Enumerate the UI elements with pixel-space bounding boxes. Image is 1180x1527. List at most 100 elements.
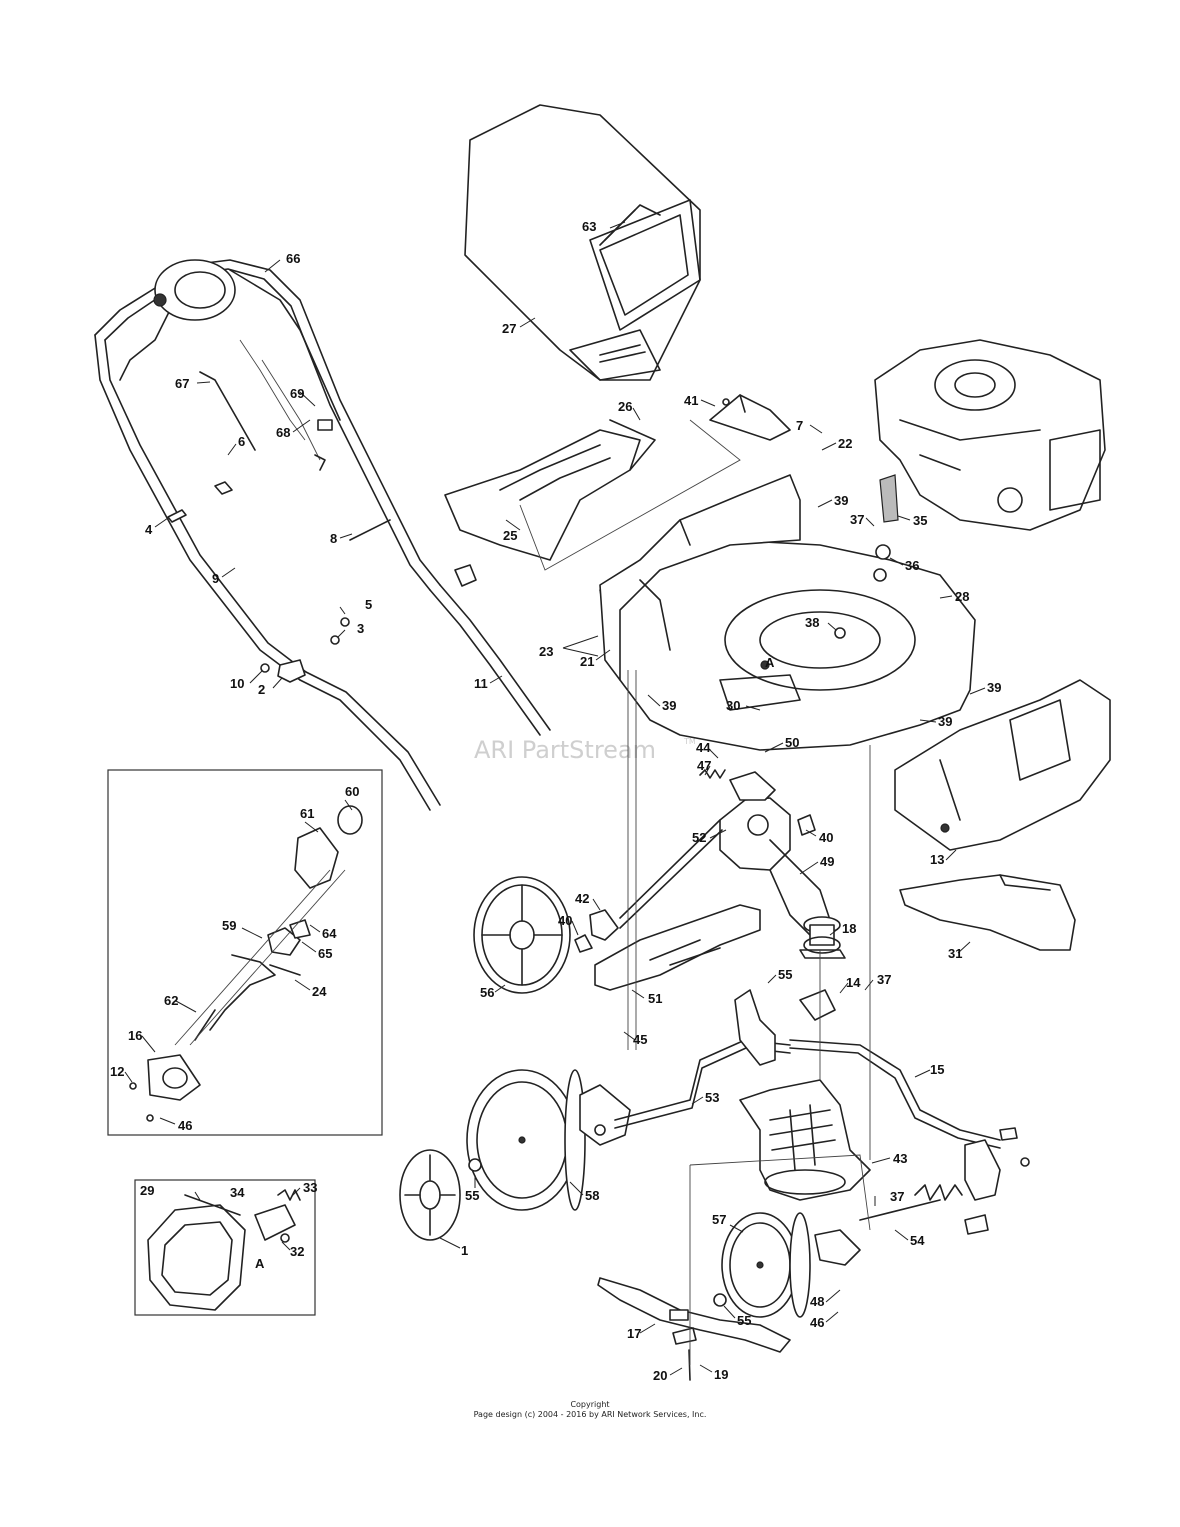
callout-26: 26	[618, 399, 632, 414]
callout-24: 24	[312, 984, 327, 999]
callout-43: 43	[893, 1151, 907, 1166]
watermark: ARI PartStream	[474, 736, 656, 764]
callout-58: 58	[585, 1188, 599, 1203]
callout-53: 53	[705, 1090, 719, 1105]
callout-A1: A	[765, 655, 775, 670]
callout-18: 18	[842, 921, 856, 936]
callout-10: 10	[230, 676, 244, 691]
callout-48: 48	[810, 1294, 824, 1309]
callout-39b: 39	[662, 698, 676, 713]
callout-65: 65	[318, 946, 332, 961]
callout-37b: 37	[877, 972, 891, 987]
callout-37c: 37	[890, 1189, 904, 1204]
callout-36: 36	[905, 558, 919, 573]
callout-64: 64	[322, 926, 337, 941]
callout-9: 9	[212, 571, 219, 586]
rear-wheel-assembly	[399, 1039, 791, 1241]
callout-20: 20	[653, 1368, 667, 1383]
front-wheel	[713, 1212, 861, 1318]
blade	[597, 1277, 791, 1381]
upper-handle	[94, 259, 551, 811]
rear-door	[444, 394, 791, 571]
rear-hubcap	[473, 876, 571, 994]
side-discharge	[894, 679, 1111, 851]
callout-41: 41	[684, 393, 698, 408]
callout-23: 23	[539, 644, 553, 659]
callout-39d: 39	[938, 714, 952, 729]
callout-56: 56	[480, 985, 494, 1000]
callout-54: 54	[910, 1233, 925, 1248]
callout-labels: 66 63 27 67 69 68 6 4 8 9 5 3 10 2 11 25…	[110, 219, 1001, 1383]
transmission	[574, 769, 846, 991]
callout-12: 12	[110, 1064, 124, 1079]
callout-67: 67	[175, 376, 189, 391]
callout-27: 27	[502, 321, 516, 336]
callout-45: 45	[633, 1032, 647, 1047]
callout-55a: 55	[778, 967, 792, 982]
footer: Copyright Page design (c) 2004 - 2016 by…	[0, 1400, 1180, 1420]
callout-33: 33	[303, 1180, 317, 1195]
callout-52: 52	[692, 830, 706, 845]
callout-34: 34	[230, 1185, 245, 1200]
callout-32: 32	[290, 1244, 304, 1259]
leader-lines	[124, 221, 986, 1376]
callout-4: 4	[145, 522, 153, 537]
callout-44: 44	[696, 740, 711, 755]
callout-A2: A	[255, 1256, 265, 1271]
callout-42: 42	[575, 891, 589, 906]
inset-control-housing	[107, 769, 383, 1136]
callout-21: 21	[580, 654, 594, 669]
callout-38: 38	[805, 615, 819, 630]
callout-5: 5	[365, 597, 372, 612]
callout-61: 61	[300, 806, 314, 821]
callout-30: 30	[726, 698, 740, 713]
callout-62: 62	[164, 993, 178, 1008]
callout-50: 50	[785, 735, 799, 750]
callout-68: 68	[276, 425, 290, 440]
callout-22: 22	[838, 436, 852, 451]
callout-1: 1	[461, 1243, 468, 1258]
callout-39a: 39	[834, 493, 848, 508]
footer-page-design: Page design (c) 2004 - 2016 by ARI Netwo…	[473, 1410, 707, 1419]
callout-28: 28	[955, 589, 969, 604]
callout-60: 60	[345, 784, 359, 799]
mulch-plug	[899, 874, 1076, 951]
callout-51: 51	[648, 991, 662, 1006]
callout-2: 2	[258, 682, 265, 697]
grass-bag	[464, 104, 701, 381]
callout-66: 66	[286, 251, 300, 266]
callout-25: 25	[503, 528, 517, 543]
callout-6: 6	[238, 434, 245, 449]
callout-11: 11	[474, 676, 488, 691]
callout-16: 16	[128, 1028, 142, 1043]
callout-37a: 37	[850, 512, 864, 527]
callout-35: 35	[913, 513, 927, 528]
watermark-tm: TM	[683, 737, 696, 746]
callout-46b: 46	[178, 1118, 192, 1133]
callout-40a: 40	[819, 830, 833, 845]
baffle	[739, 1079, 871, 1201]
callout-55b: 55	[465, 1188, 479, 1203]
callout-57: 57	[712, 1212, 726, 1227]
footer-copyright: Copyright	[570, 1400, 610, 1409]
callout-7: 7	[796, 418, 803, 433]
callout-39c: 39	[987, 680, 1001, 695]
callout-55c: 55	[737, 1313, 751, 1328]
callout-8: 8	[330, 531, 337, 546]
callout-17: 17	[627, 1326, 641, 1341]
callout-15: 15	[930, 1062, 944, 1077]
reference-lines	[627, 670, 871, 1365]
callout-47: 47	[697, 758, 711, 773]
engine	[874, 339, 1106, 560]
inset-mulch-door	[134, 1179, 316, 1316]
callout-3: 3	[357, 621, 364, 636]
callout-14: 14	[846, 975, 861, 990]
callout-13: 13	[930, 852, 944, 867]
callout-19: 19	[714, 1367, 728, 1382]
callout-31: 31	[948, 946, 962, 961]
callout-59: 59	[222, 918, 236, 933]
callout-49: 49	[820, 854, 834, 869]
callout-40b: 40	[558, 913, 572, 928]
callout-69: 69	[290, 386, 304, 401]
